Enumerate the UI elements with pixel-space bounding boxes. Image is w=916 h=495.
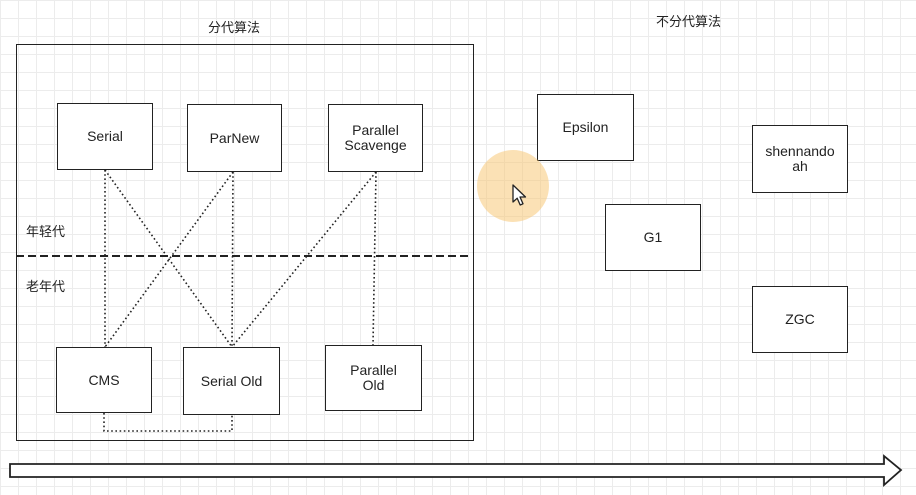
collector-serial: Serial bbox=[57, 103, 153, 170]
link-cms-serial-old-fallback bbox=[103, 413, 233, 432]
collector-parallel-scavenge: Parallel Scavenge bbox=[328, 104, 423, 172]
collector-zgc: ZGC bbox=[752, 286, 848, 353]
link-parallel-scavenge-serial-old bbox=[231, 171, 377, 348]
link-parnew-serial-old bbox=[231, 171, 234, 348]
collector-cms: CMS bbox=[56, 347, 152, 413]
link-parnew-cms bbox=[104, 171, 234, 348]
old-generation-label: 老年代 bbox=[26, 279, 66, 294]
non-generational-title: 不分代算法 bbox=[656, 14, 722, 29]
collector-serial-old: Serial Old bbox=[183, 347, 280, 415]
collector-shenandoah: shennando ah bbox=[752, 125, 848, 193]
generational-title: 分代算法 bbox=[208, 20, 261, 35]
collector-parnew: ParNew bbox=[187, 104, 282, 172]
collector-epsilon: Epsilon bbox=[537, 94, 634, 161]
link-serial-serial-old bbox=[104, 169, 233, 348]
timeline-arrow-icon bbox=[9, 454, 903, 487]
generational-frame bbox=[16, 44, 474, 441]
collector-g1: G1 bbox=[605, 204, 701, 271]
mouse-pointer-icon bbox=[512, 184, 527, 206]
young-generation-label: 年轻代 bbox=[26, 224, 66, 239]
link-parallel-scavenge-parallel-old bbox=[372, 171, 377, 346]
collector-parallel-old: Parallel Old bbox=[325, 345, 422, 411]
